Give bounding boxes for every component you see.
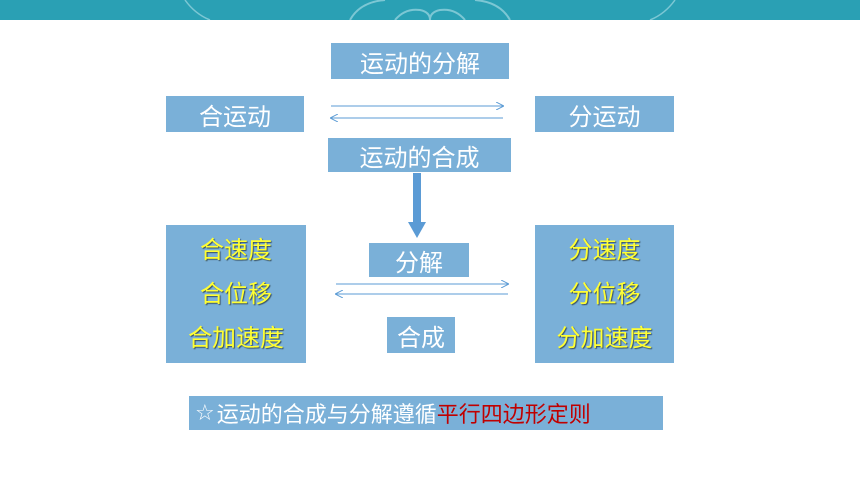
decompose-label: 分解 <box>369 243 469 277</box>
component-velocity: 分速度 <box>568 236 641 264</box>
component-acceleration: 分加速度 <box>556 324 653 352</box>
resultant-displacement: 合位移 <box>200 280 272 308</box>
resultant-velocity: 合速度 <box>200 236 272 264</box>
composition-label: 运动的合成 <box>328 138 511 172</box>
resultant-motion-box: 合运动 <box>166 96 304 132</box>
resultant-acceleration: 合加速度 <box>188 324 284 352</box>
component-motion-box: 分运动 <box>535 96 674 132</box>
header-band <box>0 0 860 20</box>
star-icon: ☆ <box>195 400 215 426</box>
resultant-quantities-box: 合速度 合位移 合加速度 <box>166 225 306 363</box>
compose-label: 合成 <box>387 317 455 353</box>
summary-text: 运动的合成与分解遵循 <box>216 403 437 428</box>
decomposition-label: 运动的分解 <box>331 43 509 79</box>
component-displacement: 分位移 <box>568 280 641 308</box>
header-decoration <box>184 0 676 20</box>
parallelogram-rule: 平行四边形定则 <box>436 403 591 428</box>
down-arrow <box>408 173 426 238</box>
component-quantities-box: 分速度 分位移 分加速度 <box>535 225 674 363</box>
summary-banner: ☆运动的合成与分解遵循平行四边形定则 <box>189 396 663 430</box>
